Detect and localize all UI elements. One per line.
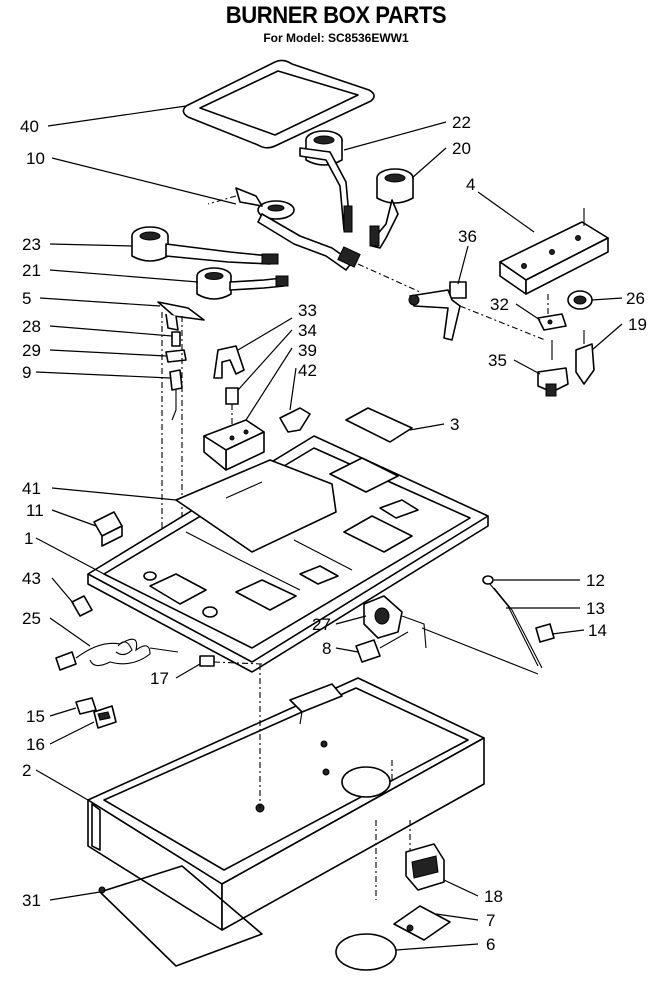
callout-31: 31 <box>22 891 41 910</box>
part-32-clip-drawing <box>537 313 567 331</box>
callout-18: 18 <box>484 887 503 906</box>
part-20-burner-drawing <box>369 168 414 249</box>
part-36-valve-drawing <box>408 281 546 341</box>
part-18-transformer-drawing <box>405 843 445 891</box>
part-16-terminal-drawing <box>93 705 117 729</box>
callout-22: 22 <box>452 113 471 132</box>
part-43-clip-drawing <box>71 595 93 617</box>
callout-27: 27 <box>312 615 331 634</box>
part-39-bracket-drawing <box>203 419 265 471</box>
part-9-electrode-drawing <box>161 312 183 560</box>
callout-32: 32 <box>490 295 509 314</box>
part-26-switch-drawing <box>567 290 593 310</box>
part-42-clip-drawing <box>279 407 311 433</box>
part-31-cover-drawing <box>98 820 411 967</box>
part-5-bracket-drawing <box>157 301 205 331</box>
callout-29: 29 <box>22 341 41 360</box>
part-12-grommet-drawing <box>482 575 494 585</box>
part-25-cord-drawing <box>55 638 179 671</box>
callout-10: 10 <box>26 149 45 168</box>
callout-34: 34 <box>298 321 317 340</box>
part-33-bracket-drawing <box>213 345 245 379</box>
callout-28: 28 <box>22 317 41 336</box>
part-13-rod-drawing <box>421 583 543 675</box>
callout-23: 23 <box>22 235 41 254</box>
callout-21: 21 <box>22 261 41 280</box>
callout-40: 40 <box>20 117 39 136</box>
callout-25: 25 <box>22 609 41 628</box>
callout-3: 3 <box>450 415 459 434</box>
callout-12: 12 <box>586 571 605 590</box>
part-11-bracket-drawing <box>93 511 123 547</box>
callout-43: 43 <box>22 569 41 588</box>
part-4-bracket-drawing <box>499 208 609 320</box>
callout-16: 16 <box>26 735 45 754</box>
part-35-valve-drawing <box>537 340 569 397</box>
callout-42: 42 <box>298 361 317 380</box>
part-23-burner-drawing <box>131 226 279 265</box>
callout-14: 14 <box>588 621 607 640</box>
callout-26: 26 <box>626 289 645 308</box>
callout-13: 13 <box>586 599 605 618</box>
part-41-shield-drawing <box>175 459 337 553</box>
callout-17: 17 <box>150 669 169 688</box>
callout-2: 2 <box>22 761 31 780</box>
callout-39: 39 <box>298 341 317 360</box>
callout-33: 33 <box>298 301 317 320</box>
callout-7: 7 <box>486 911 495 930</box>
callout-15: 15 <box>26 707 45 726</box>
callout-36: 36 <box>458 227 477 246</box>
part-1-box-top-drawing <box>87 435 489 673</box>
part-7-insulator-drawing <box>393 905 451 941</box>
part-21-burner-drawing <box>196 267 289 300</box>
part-10-igniter-drawing <box>207 187 421 293</box>
part-14-clip-drawing <box>535 623 555 643</box>
part-28-spacer-drawing <box>171 331 181 347</box>
callout-8: 8 <box>322 639 331 658</box>
callout-6: 6 <box>486 935 495 954</box>
callout-labels: 40 22 10 20 4 23 36 21 5 32 26 33 28 19 … <box>20 113 647 954</box>
part-17-connector-drawing <box>199 655 263 667</box>
part-15-terminal-drawing <box>75 697 97 715</box>
part-2-burner-box-drawing <box>87 664 485 931</box>
part-6-disc-drawing <box>335 933 397 971</box>
callout-leaders <box>35 105 623 951</box>
callout-35: 35 <box>488 351 507 370</box>
part-3-cover-drawing <box>345 407 413 443</box>
part-19-electrode-drawing <box>575 330 595 385</box>
part-34-clip-drawing <box>225 387 239 430</box>
part-27-switch-drawing <box>363 595 427 649</box>
callout-41: 41 <box>22 479 41 498</box>
callout-4: 4 <box>466 175 475 194</box>
callout-20: 20 <box>452 139 471 158</box>
callout-9: 9 <box>22 363 31 382</box>
model-subtitle: For Model: SC8536EWW1 <box>263 31 409 45</box>
callout-19: 19 <box>628 315 647 334</box>
callout-1: 1 <box>24 529 33 548</box>
part-40-grate-drawing <box>182 59 375 149</box>
callout-5: 5 <box>22 289 31 308</box>
part-29-clip-drawing <box>165 349 187 363</box>
diagram-title: BURNER BOX PARTS <box>225 2 447 29</box>
callout-11: 11 <box>26 501 44 520</box>
part-8-bracket-drawing <box>355 631 409 663</box>
part-22-burner-drawing <box>299 130 353 233</box>
